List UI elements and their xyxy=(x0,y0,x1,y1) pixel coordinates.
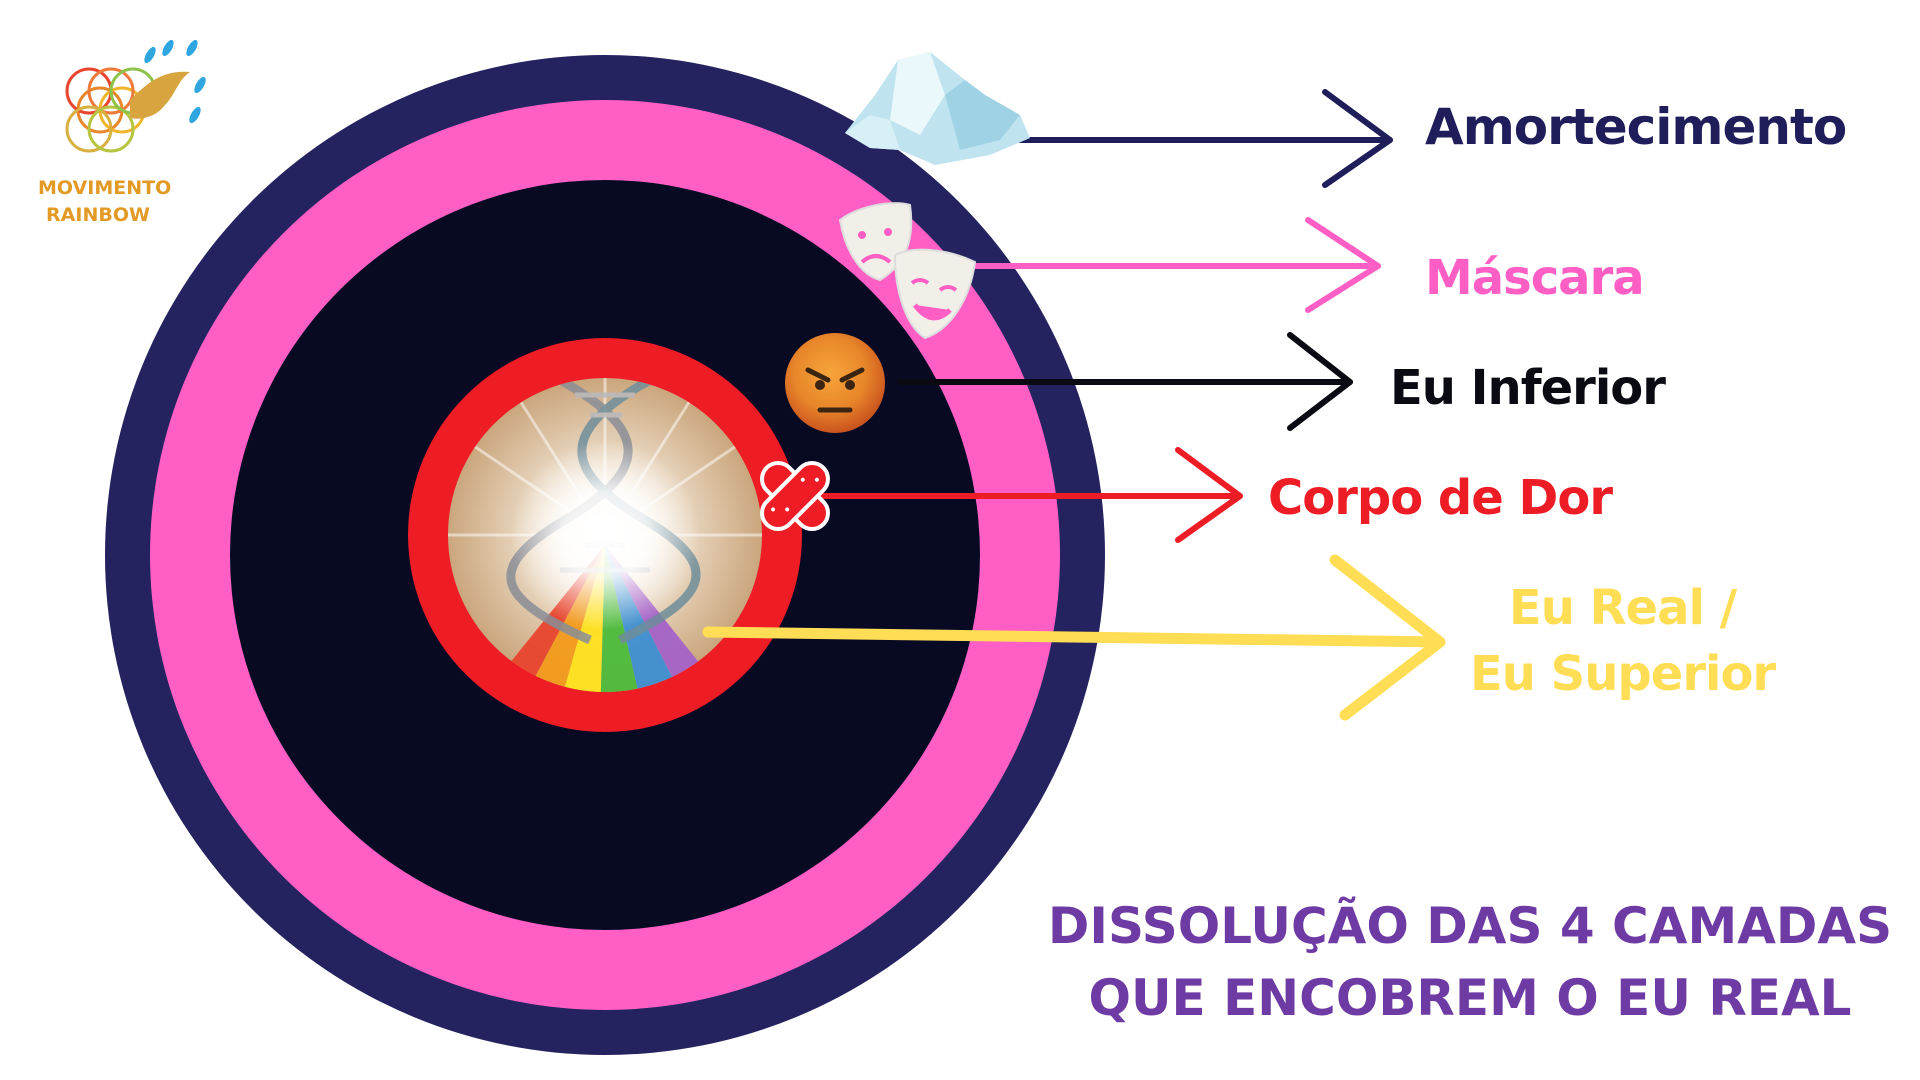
caption-line-2: QUE ENCOBREM O EU REAL xyxy=(1088,969,1852,1027)
caption-line-1: DISSOLUÇÃO DAS 4 CAMADAS xyxy=(1047,897,1893,955)
arrow-mascara xyxy=(897,217,1381,313)
arrow-amortecimento xyxy=(1017,89,1393,188)
label-eu-real-line-2: Eu Superior xyxy=(1470,646,1776,702)
logo-icon xyxy=(65,39,206,153)
logo-text: MOVIMENTO RAINBOW xyxy=(38,175,172,229)
label-amortecimento: Amortecimento xyxy=(1425,98,1847,156)
logo-line-1: MOVIMENTO xyxy=(38,177,172,199)
arrow-eu-inferior xyxy=(897,332,1353,431)
iceberg-icon xyxy=(845,52,1030,165)
label-eu-inferior: Eu Inferior xyxy=(1390,360,1666,416)
logo-line-2: RAINBOW xyxy=(46,204,150,226)
angry-face-icon xyxy=(785,333,885,433)
theater-masks-icon xyxy=(838,202,977,340)
label-corpo-de-dor: Corpo de Dor xyxy=(1268,470,1613,526)
label-eu-real-line-1: Eu Real / xyxy=(1508,580,1737,636)
diagram-caption: DISSOLUÇÃO DAS 4 CAMADAS QUE ENCOBREM O … xyxy=(1000,890,1920,1034)
bandage-icon xyxy=(760,461,830,531)
arrow-corpo-de-dor xyxy=(797,447,1243,543)
label-mascara: Máscara xyxy=(1425,250,1645,306)
arrow-eu-real xyxy=(702,554,1446,721)
label-eu-real: Eu Real / Eu Superior xyxy=(1470,575,1776,707)
